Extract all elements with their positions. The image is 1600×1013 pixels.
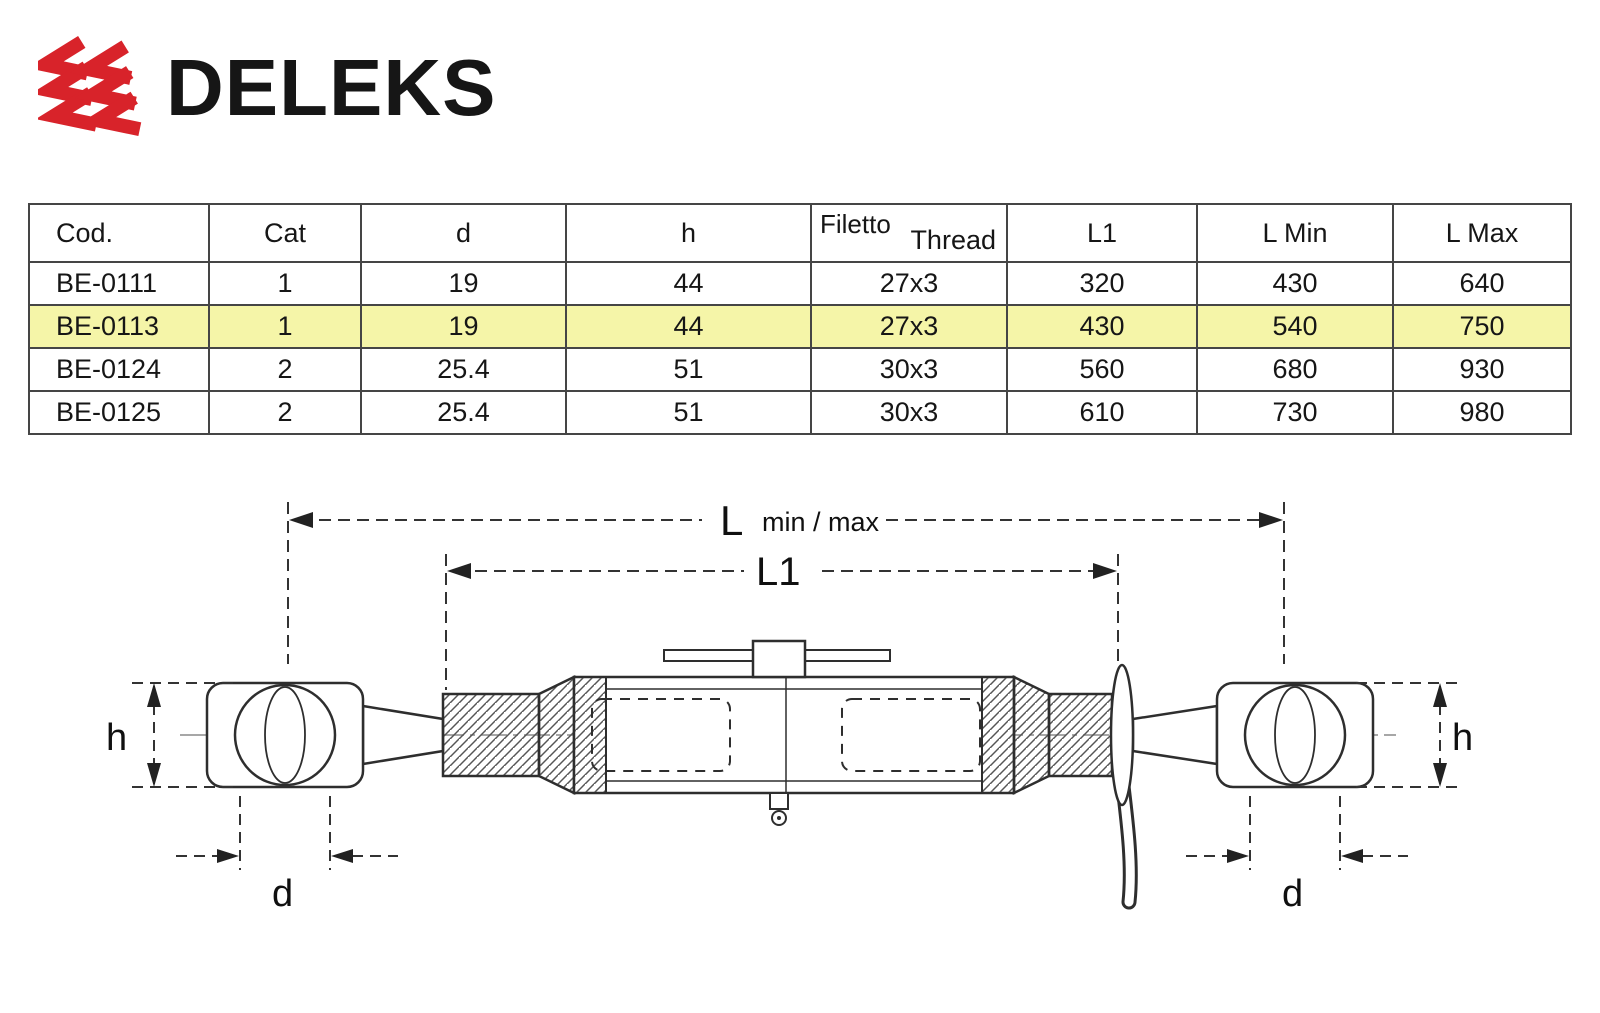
cell-l1: 610 — [1006, 390, 1198, 435]
dim-h-left: h — [106, 682, 240, 788]
grease-fitting — [769, 792, 789, 810]
cell-lmin: 730 — [1196, 390, 1394, 435]
cell-lmin: 540 — [1196, 304, 1394, 349]
cell-l1: 560 — [1006, 347, 1198, 392]
dim-label-l1: L1 — [756, 550, 801, 594]
col-header-lmin: L Min — [1196, 203, 1394, 263]
table-row: BE-0125 2 25.4 51 30x3 610 730 980 — [28, 390, 1572, 435]
dim-label-h-right: h — [1452, 717, 1473, 759]
cell-d: 25.4 — [360, 390, 567, 435]
cell-cod: BE-0125 — [28, 390, 210, 435]
lock-nut — [751, 639, 807, 679]
cell-cat: 1 — [208, 261, 362, 306]
tire-tread-icon — [38, 36, 142, 137]
cell-h: 51 — [565, 390, 812, 435]
hidden-thread-right — [841, 698, 981, 772]
cell-lmin: 430 — [1196, 261, 1394, 306]
cell-cod: BE-0124 — [28, 347, 210, 392]
brand-name: DELEKS — [166, 43, 497, 132]
dim-l-minmax: L min / max — [287, 497, 1285, 664]
cell-l1: 320 — [1006, 261, 1198, 306]
hidden-thread-left — [591, 698, 731, 772]
cell-thread: 30x3 — [810, 347, 1008, 392]
cell-lmax: 750 — [1392, 304, 1572, 349]
col-header-cod: Cod. — [28, 203, 210, 263]
table-row: BE-0124 2 25.4 51 30x3 560 680 930 — [28, 347, 1572, 392]
cell-lmin: 680 — [1196, 347, 1394, 392]
cell-d: 19 — [360, 261, 567, 306]
cell-thread: 30x3 — [810, 390, 1008, 435]
dim-d-right: d — [1186, 796, 1408, 915]
cell-cod: BE-0111 — [28, 261, 210, 306]
cell-thread: 27x3 — [810, 261, 1008, 306]
cell-h: 51 — [565, 347, 812, 392]
table-row: BE-0111 1 19 44 27x3 320 430 640 — [28, 261, 1572, 306]
brand-logo: DELEKS — [38, 36, 497, 140]
col-header-lmax: L Max — [1392, 203, 1572, 263]
filetto-label: Filetto — [820, 209, 891, 239]
cell-cat: 2 — [208, 347, 362, 392]
cell-cod: BE-0113 — [28, 304, 210, 349]
left-ball-joint — [205, 681, 445, 789]
cell-d: 25.4 — [360, 347, 567, 392]
cell-cat: 2 — [208, 390, 362, 435]
cell-d: 19 — [360, 304, 567, 349]
cell-l1: 430 — [1006, 304, 1198, 349]
table-header-row: Cod. Cat d h Filetto Thread L1 L Min L M… — [28, 203, 1572, 263]
dim-h-right: h — [1356, 682, 1473, 788]
turnbuckle-body — [441, 639, 1114, 826]
dim-label-l-sub: min / max — [762, 507, 880, 537]
cell-lmax: 640 — [1392, 261, 1572, 306]
dim-d-left: d — [176, 796, 398, 915]
cell-cat: 1 — [208, 304, 362, 349]
cell-h: 44 — [565, 304, 812, 349]
dim-label-h-left: h — [106, 717, 127, 759]
dim-label-d-left: d — [272, 873, 293, 915]
cell-h: 44 — [565, 261, 812, 306]
dim-label-d-right: d — [1282, 873, 1303, 915]
cell-lmax: 930 — [1392, 347, 1572, 392]
col-header-cat: Cat — [208, 203, 362, 263]
cell-lmax: 980 — [1392, 390, 1572, 435]
col-header-d: d — [360, 203, 567, 263]
adjusting-lever — [1109, 663, 1138, 910]
dim-label-l: L — [720, 497, 743, 544]
spec-table: Cod. Cat d h Filetto Thread L1 L Min L M… — [28, 203, 1572, 435]
dim-l1: L1 — [445, 550, 1119, 690]
col-header-h: h — [565, 203, 812, 263]
technical-diagram: L min / max L1 h — [106, 497, 1473, 915]
col-header-l1: L1 — [1006, 203, 1198, 263]
right-ball-joint — [1131, 681, 1375, 789]
cell-thread: 27x3 — [810, 304, 1008, 349]
thread-label: Thread — [910, 225, 996, 255]
col-header-thread: Filetto Thread — [810, 203, 1008, 263]
table-row-highlighted: BE-0113 1 19 44 27x3 430 540 750 — [28, 304, 1572, 349]
